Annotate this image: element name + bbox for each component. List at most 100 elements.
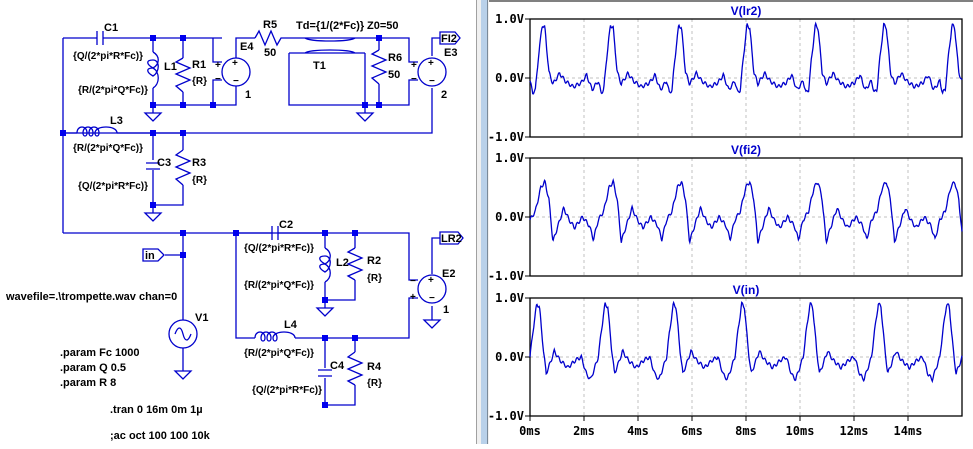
c1-value: {Q/(2*pi*R*Fc)} — [73, 51, 143, 62]
t1-name: T1 — [313, 60, 326, 72]
plot-pane-1: V(fi2) 1.0V 0.0V -1.0V — [488, 143, 963, 283]
x-tick-label: 8ms — [735, 424, 757, 438]
e3-gain: 2 — [441, 89, 447, 101]
x-tick-label: 4ms — [627, 424, 649, 438]
y-tick-label: 1.0V — [495, 12, 524, 26]
svg-text:−: − — [429, 76, 435, 87]
trace-title[interactable]: V(lr2) — [731, 4, 762, 18]
resistor-r5[interactable]: R5 50 — [254, 19, 285, 59]
e3-name: E3 — [444, 47, 457, 59]
l2-value: {R/(2*pi*Q*Fc)} — [244, 280, 314, 291]
r1-value: {R} — [192, 76, 207, 87]
e2-name: E2 — [442, 268, 455, 280]
resistor-r1[interactable]: R1 {R} — [174, 57, 207, 93]
v1-value: wavefile=.\trompette.wav chan=0 — [5, 291, 177, 303]
net-label-fi2[interactable]: FI2 — [439, 31, 461, 45]
vcvs-e2[interactable]: + − − + E2 1 — [410, 268, 455, 316]
trace-title[interactable]: V(fi2) — [731, 143, 761, 157]
waveform-canvas[interactable]: V(lr2)1.0V0.0V-1.0VV(fi2)1.0V0.0V-1.0VV(… — [488, 2, 973, 444]
directive-tran[interactable]: .tran 0 16m 0m 1µ — [110, 404, 203, 416]
x-tick-label: 12ms — [840, 424, 869, 438]
r4-name: R4 — [367, 361, 382, 373]
resistor-r6[interactable]: R6 50 — [370, 49, 402, 85]
capacitor-c1[interactable]: C1 {Q/(2*pi*R*Fc)} — [73, 22, 143, 62]
net-label-lr2[interactable]: LR2 — [439, 231, 464, 245]
y-tick-label: 0.0V — [495, 71, 524, 85]
svg-text:+: + — [428, 275, 434, 286]
svg-text:+: + — [410, 292, 416, 303]
fi2-label: FI2 — [441, 33, 457, 45]
trace-line[interactable] — [529, 300, 963, 384]
vcvs-e4[interactable]: + − + − E4 1 — [215, 41, 254, 101]
transmission-line-t1[interactable]: T1 Td={1/(2*Fc)} Z0=50 — [289, 20, 399, 72]
pane-splitter[interactable] — [476, 0, 489, 444]
y-tick-label: 0.0V — [495, 210, 524, 224]
ground-icon — [173, 365, 193, 380]
l1-value: {R/(2*pi*Q*Fc)} — [78, 85, 148, 96]
r3-name: R3 — [192, 157, 206, 169]
resistor-r4[interactable]: R4 {R} — [346, 351, 382, 389]
lr2-label: LR2 — [441, 233, 462, 245]
capacitor-c3[interactable]: C3 {Q/(2*pi*R*Fc)} — [78, 157, 171, 192]
y-tick-label: -1.0V — [489, 269, 524, 283]
svg-text:+: + — [232, 58, 238, 69]
net-label-in[interactable]: in — [142, 248, 165, 262]
directive-param-q[interactable]: .param Q 0.5 — [60, 362, 126, 374]
svg-text:−: − — [429, 293, 435, 304]
y-tick-label: -1.0V — [489, 409, 524, 423]
ground-symbols — [143, 105, 442, 380]
inductor-l1[interactable]: L1 {R/(2*pi*Q*Fc)} — [78, 51, 177, 96]
schematic-editor[interactable]: C1 {Q/(2*pi*R*Fc)} L1 {R/(2*pi*Q*Fc)} R1… — [0, 0, 476, 444]
capacitor-c4[interactable]: C4 {Q/(2*pi*R*Fc)} — [252, 360, 345, 396]
directive-param-fc[interactable]: .param Fc 1000 — [60, 347, 140, 359]
r3-value: {R} — [192, 175, 207, 186]
c4-name: C4 — [330, 360, 345, 372]
c3-name: C3 — [157, 157, 171, 169]
l4-value: {R/(2*pi*Q*Fc)} — [244, 348, 314, 359]
inductor-l2[interactable]: L2 {R/(2*pi*Q*Fc)} — [244, 247, 349, 291]
l3-value: {R/(2*pi*Q*Fc)} — [73, 143, 143, 154]
e4-name: E4 — [240, 41, 254, 53]
spice-directives[interactable]: .param Fc 1000 .param Q 0.5 .param R 8 .… — [60, 347, 211, 442]
trace-line[interactable] — [529, 21, 963, 95]
directive-param-r[interactable]: .param R 8 — [60, 377, 116, 389]
svg-text:+: + — [428, 58, 434, 69]
x-tick-label: 14ms — [894, 424, 923, 438]
r6-value: 50 — [388, 69, 400, 81]
trace-line[interactable] — [529, 177, 963, 245]
svg-text:+: + — [411, 60, 417, 71]
x-tick-label: 6ms — [681, 424, 703, 438]
e4-gain: 1 — [245, 89, 251, 101]
l3-name: L3 — [110, 115, 123, 127]
resistor-r2[interactable]: R2 {R} — [346, 247, 382, 284]
t1-z0: Z0=50 — [367, 20, 399, 32]
y-tick-label: 1.0V — [495, 151, 524, 165]
r1-name: R1 — [192, 59, 206, 71]
voltage-source-v1[interactable]: V1 wavefile=.\trompette.wav chan=0 — [5, 291, 208, 365]
x-tick-label: 2ms — [573, 424, 595, 438]
c1-name: C1 — [104, 22, 118, 34]
c2-value: {Q/(2*pi*R*Fc)} — [244, 243, 314, 254]
r2-name: R2 — [367, 255, 381, 267]
plot-pane-0: V(lr2)1.0V0.0V-1.0V — [488, 4, 963, 144]
inductor-l3[interactable]: L3 {R/(2*pi*Q*Fc)} — [73, 115, 143, 154]
v1-name: V1 — [195, 312, 208, 324]
r5-value: 50 — [264, 47, 276, 59]
vcvs-e3[interactable]: + − + − E3 2 — [411, 47, 457, 101]
c4-value: {Q/(2*pi*R*Fc)} — [252, 385, 322, 396]
c3-value: {Q/(2*pi*R*Fc)} — [78, 181, 148, 192]
y-tick-label: 1.0V — [495, 291, 524, 305]
capacitor-c2[interactable]: C2 {Q/(2*pi*R*Fc)} — [236, 219, 325, 254]
schematic-canvas[interactable]: C1 {Q/(2*pi*R*Fc)} L1 {R/(2*pi*Q*Fc)} R1… — [0, 0, 476, 444]
directive-ac-comment[interactable]: ;ac oct 100 100 10k — [110, 430, 211, 442]
r6-name: R6 — [388, 52, 402, 64]
svg-text:−: − — [410, 276, 416, 287]
l4-name: L4 — [284, 319, 298, 331]
trace-title[interactable]: V(in) — [733, 283, 760, 297]
resistor-r3[interactable]: R3 {R} — [174, 149, 207, 186]
l1-name: L1 — [164, 61, 177, 73]
c2-name: C2 — [279, 219, 293, 231]
inductor-l4[interactable]: L4 {R/(2*pi*Q*Fc)} — [244, 319, 314, 359]
